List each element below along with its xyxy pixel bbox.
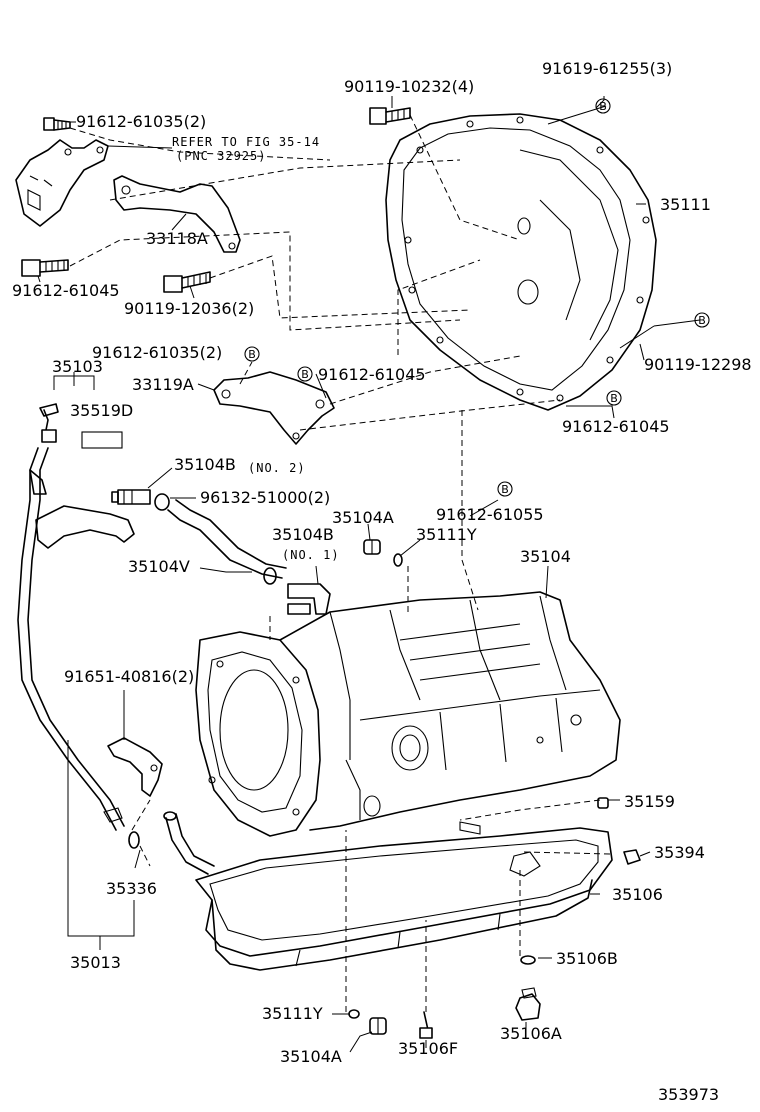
label-90119-12298[interactable]: 90119-12298 (644, 355, 752, 374)
label-33118A[interactable]: 33118A (146, 229, 208, 248)
filler-tube[interactable] (163, 811, 215, 875)
bracket-91651-40816[interactable] (107, 737, 163, 797)
label-35104B-no2[interactable]: 35104B (174, 455, 236, 474)
label-35104[interactable]: 35104 (520, 547, 571, 566)
label-91612-61055[interactable]: 91612-61055 (436, 505, 544, 524)
dipstick-bracket[interactable] (35, 505, 135, 549)
marker-b-4: B (297, 366, 313, 382)
label-35159[interactable]: 35159 (624, 792, 675, 811)
bolt-91612-61045-left[interactable] (21, 259, 69, 277)
label-35104B-no1[interactable]: 35104B (272, 525, 334, 544)
label-35394[interactable]: 35394 (654, 843, 705, 862)
marker-b-6: B (497, 481, 513, 497)
plug-35159[interactable] (597, 797, 609, 809)
label-35106[interactable]: 35106 (612, 885, 663, 904)
label-35103[interactable]: 35103 (52, 357, 103, 376)
bolt-35106F[interactable] (419, 1011, 433, 1039)
bracket-refer-fig[interactable] (15, 139, 109, 227)
svg-text:B: B (301, 368, 309, 381)
tag-35519D (81, 431, 123, 449)
plug-35394[interactable] (623, 849, 641, 865)
dipstick-35103[interactable] (17, 403, 125, 831)
svg-text:B: B (599, 100, 607, 113)
label-35336[interactable]: 35336 (106, 879, 157, 898)
label-35519D[interactable]: 35519D (70, 401, 133, 420)
fitting-35104B-no2[interactable] (111, 489, 151, 505)
bracket-33118A[interactable] (113, 175, 241, 253)
label-no1: (NO. 1) (282, 548, 340, 562)
label-33119A[interactable]: 33119A (132, 375, 194, 394)
bolt-90119-10232[interactable] (369, 107, 411, 125)
marker-b-3: B (244, 346, 260, 362)
label-refer-fig-1: REFER TO FIG 35-14 (172, 135, 320, 149)
o-ring-35336[interactable] (128, 831, 140, 849)
label-35104A-top[interactable]: 35104A (332, 508, 394, 527)
label-91651-40816[interactable]: 91651-40816(2) (64, 667, 194, 686)
label-90119-10232[interactable]: 90119-10232(4) (344, 77, 474, 96)
label-35106A[interactable]: 35106A (500, 1024, 562, 1043)
label-91619-61255[interactable]: 91619-61255(3) (542, 59, 672, 78)
bolt-90119-12036[interactable] (163, 271, 211, 293)
bracket-33119A[interactable] (213, 371, 335, 445)
o-ring-35111Y-bottom[interactable] (348, 1009, 360, 1019)
label-91612-61045-mid[interactable]: 91612-61045 (318, 365, 426, 384)
oil-pan-35106[interactable] (195, 821, 613, 971)
svg-text:B: B (248, 348, 256, 361)
label-35111[interactable]: 35111 (660, 195, 711, 214)
label-91612-61045-right[interactable]: 91612-61045 (562, 417, 670, 436)
svg-text:B: B (610, 392, 618, 405)
label-no2: (NO. 2) (248, 461, 306, 475)
fitting-35104B-no1[interactable] (287, 583, 331, 615)
bell-housing-35111[interactable] (385, 113, 657, 411)
dashed-alignment-lines (69, 114, 613, 1012)
label-35104V[interactable]: 35104V (128, 557, 190, 576)
marker-b-1: B (595, 98, 611, 114)
o-ring-35111Y-top[interactable] (393, 553, 403, 567)
label-35111Y-top[interactable]: 35111Y (416, 525, 477, 544)
bolt-91612-61035-top[interactable] (43, 117, 71, 131)
label-96132-51000[interactable]: 96132-51000(2) (200, 488, 330, 507)
transmission-case-35104[interactable] (195, 591, 621, 837)
label-90119-12036[interactable]: 90119-12036(2) (124, 299, 254, 318)
label-91612-61045-left[interactable]: 91612-61045 (12, 281, 120, 300)
svg-text:B: B (698, 314, 706, 327)
hose-35104V[interactable] (167, 499, 287, 579)
label-35106F[interactable]: 35106F (398, 1039, 458, 1058)
label-35106B[interactable]: 35106B (556, 949, 618, 968)
plug-35104A-top[interactable] (363, 539, 381, 555)
svg-text:B: B (501, 483, 509, 496)
label-91612-61035-mid[interactable]: 91612-61035(2) (92, 343, 222, 362)
part-labels: 91612-61035(2) REFER TO FIG 35-14 (PNC 3… (12, 59, 752, 1104)
marker-b-2: B (694, 312, 710, 328)
label-35104A-bottom[interactable]: 35104A (280, 1047, 342, 1066)
marker-b-5: B (606, 390, 622, 406)
label-35111Y-bottom[interactable]: 35111Y (262, 1004, 323, 1023)
clamp-96132-51000[interactable] (154, 493, 277, 585)
drain-plug-35106A[interactable] (515, 987, 541, 1021)
diagram-number: 353973 (658, 1085, 719, 1104)
leader-lines (37, 96, 701, 1053)
plug-35104A-bottom[interactable] (369, 1017, 387, 1035)
label-refer-fig-2: (PNC 32925) (176, 149, 266, 163)
label-91612-61035-top[interactable]: 91612-61035(2) (76, 112, 206, 131)
gasket-35106B[interactable] (520, 955, 536, 965)
label-35013[interactable]: 35013 (70, 953, 121, 972)
